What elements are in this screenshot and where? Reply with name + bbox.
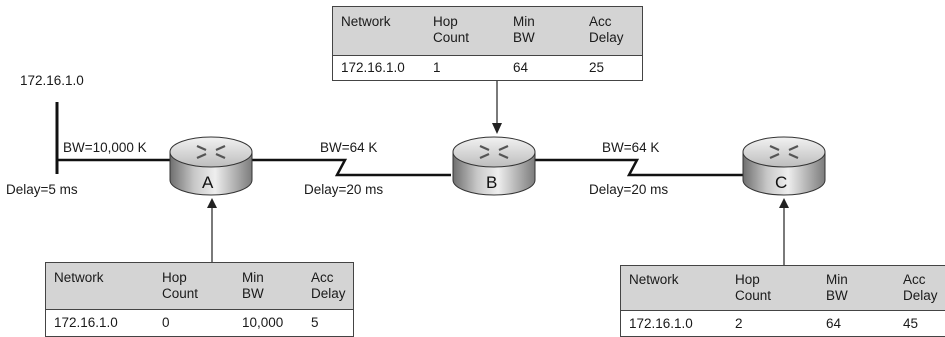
cell-hop: 0 [162,315,170,330]
cell-network: 172.16.1.0 [54,315,118,330]
col-bw-1: Min [826,272,848,287]
table-row: 172.16.1.0 1 64 25 [333,56,642,80]
cell-bw: 64 [513,60,529,75]
router-a-label: A [202,173,214,192]
cell-hop: 1 [433,60,441,75]
col-network: Network [54,270,104,285]
col-delay-1: Acc [903,272,926,287]
table-header: Network Hop Count Min BW Acc Delay [46,263,353,310]
col-delay-2: Delay [589,30,624,45]
routing-table-c: Network Hop Count Min BW Acc Delay 172.1… [620,265,945,337]
router-b-label: B [486,173,498,192]
a-b-link-delay: Delay=20 ms [304,182,384,197]
cell-delay: 5 [311,315,319,330]
col-hop-1: Hop [162,270,187,285]
col-delay-2: Delay [903,288,938,303]
a-b-link-bw: BW=64 K [320,140,378,155]
col-bw-1: Min [242,270,264,285]
router-b-icon[interactable] [452,136,536,196]
col-delay-2: Delay [311,286,346,301]
table-row: 172.16.1.0 2 64 45 [621,311,945,336]
col-network: Network [341,14,391,29]
table-header: Network Hop Count Min BW Acc Delay [333,7,642,56]
cell-network: 172.16.1.0 [629,316,693,331]
arrow-head-a [207,198,217,208]
col-hop-2: Count [162,286,199,301]
cell-bw: 64 [826,316,842,331]
source-network-label: 172.16.1.0 [20,73,84,88]
col-bw-2: BW [826,288,848,303]
col-hop-1: Hop [433,14,458,29]
routing-table-b: Network Hop Count Min BW Acc Delay 172.1… [332,6,643,81]
col-bw-2: BW [242,286,264,301]
router-c-label: C [775,173,788,192]
table-header: Network Hop Count Min BW Acc Delay [621,266,945,311]
col-hop-2: Count [433,30,470,45]
routing-table-a: Network Hop Count Min BW Acc Delay 172.1… [45,262,354,337]
col-bw-1: Min [513,14,535,29]
source-link-delay: Delay=5 ms [6,182,78,197]
source-link-bw: BW=10,000 K [63,140,147,155]
link-b-c [533,158,744,177]
cell-network: 172.16.1.0 [341,60,405,75]
col-network: Network [629,272,679,287]
link-a-b [249,158,451,177]
cell-hop: 2 [735,316,743,331]
b-c-link-bw: BW=64 K [602,140,660,155]
col-bw-2: BW [513,30,535,45]
col-hop-2: Count [735,288,772,303]
cell-bw: 10,000 [242,315,284,330]
router-c-icon[interactable] [742,136,826,196]
b-c-link-delay: Delay=20 ms [589,182,669,197]
arrow-head-c [779,198,789,208]
arrow-head-b [492,123,502,134]
cell-delay: 25 [589,60,605,75]
col-hop-1: Hop [735,272,760,287]
table-row: 172.16.1.0 0 10,000 5 [46,310,353,336]
col-delay-1: Acc [589,14,612,29]
router-a-icon[interactable] [169,136,253,196]
col-delay-1: Acc [311,270,334,285]
cell-delay: 45 [903,316,919,331]
